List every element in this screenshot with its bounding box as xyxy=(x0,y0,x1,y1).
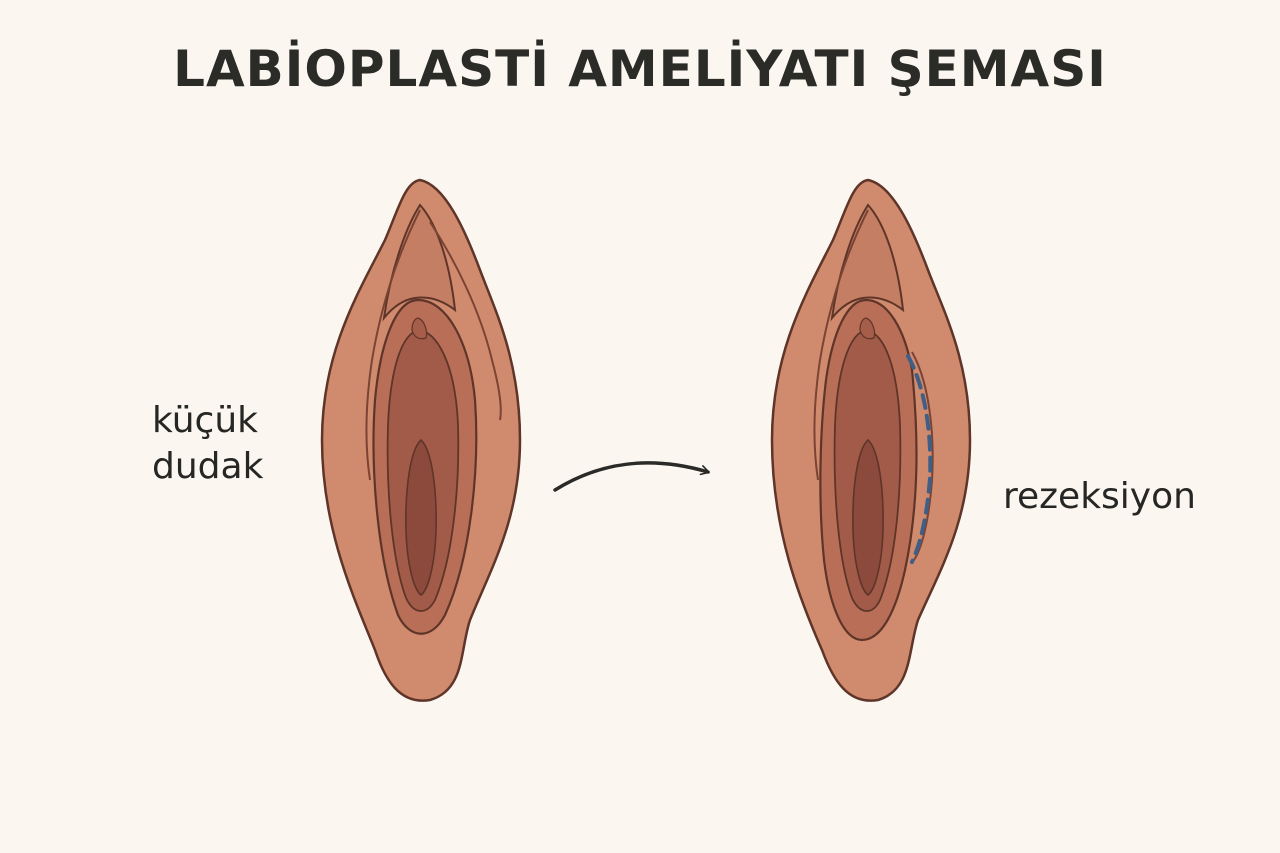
outer-fold-line-left xyxy=(365,209,421,481)
curved-arrow-icon xyxy=(553,461,710,492)
outer-fold-line-right xyxy=(429,221,502,421)
before-illustration xyxy=(320,178,522,702)
clitoris-left xyxy=(411,317,428,340)
incision-line xyxy=(906,354,933,564)
after-illustration xyxy=(770,178,972,702)
vaginal-opening-right xyxy=(852,438,884,596)
diagram-title: LABİOPLASTİ AMELİYATI ŞEMASI xyxy=(173,40,1107,98)
label-small-lip: küçük dudak xyxy=(152,398,263,490)
clitoral-hood-left xyxy=(382,203,457,322)
vaginal-opening-left xyxy=(405,438,437,596)
clitoral-hood-right xyxy=(830,203,905,322)
label-small-lip-line1: küçük xyxy=(152,400,259,441)
resected-edge-line xyxy=(911,351,934,561)
label-small-lip-line2: dudak xyxy=(152,446,264,487)
label-resection: rezeksiyon xyxy=(1003,476,1196,517)
outer-fold-line-left-2 xyxy=(813,209,869,481)
clitoris-right xyxy=(859,317,876,340)
